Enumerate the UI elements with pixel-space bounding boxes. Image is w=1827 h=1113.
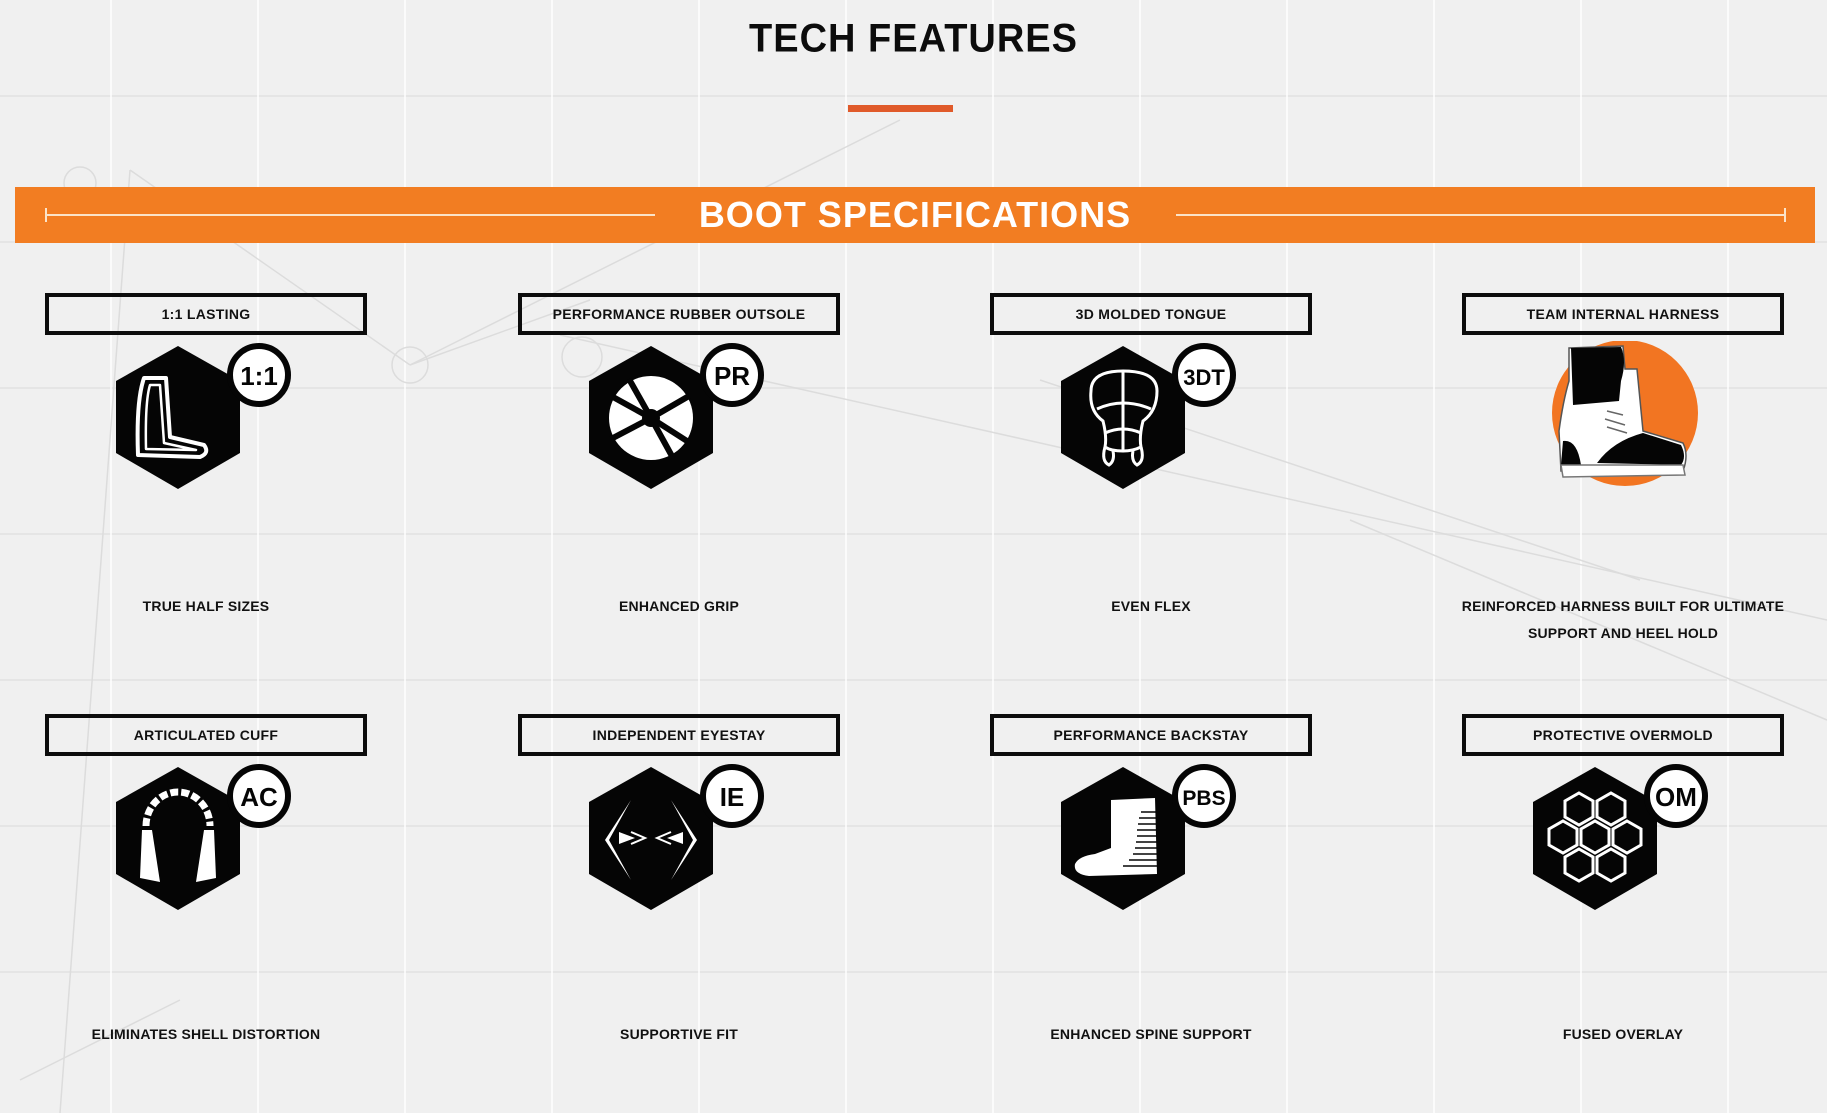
feature-caption: ENHANCED SPINE SUPPORT xyxy=(1050,1026,1252,1042)
backstay-boot-icon: PBS xyxy=(1061,764,1236,910)
feature-3d-molded-tongue: 3D MOLDED TONGUE 3DT EVEN FLEX xyxy=(990,293,1312,614)
badge-text: 3DT xyxy=(1183,365,1225,390)
boot-outline-icon: 1:1 xyxy=(116,343,291,489)
feature-performance-backstay: PERFORMANCE BACKSTAY PBS ENHANCED SPINE … xyxy=(990,714,1312,1042)
feature-caption: FUSED OVERLAY xyxy=(1562,1026,1684,1042)
feature-caption: REINFORCED HARNESS BUILT FOR ULTIMATE SU… xyxy=(1461,598,1785,641)
feature-label: 3D MOLDED TONGUE xyxy=(990,293,1312,335)
feature-label: PERFORMANCE BACKSTAY xyxy=(990,714,1312,756)
boot-specifications-banner: BOOT SPECIFICATIONS xyxy=(15,187,1815,243)
boot-harness-icon xyxy=(1552,341,1698,486)
badge-text: PBS xyxy=(1182,787,1225,810)
feature-caption: SUPPORTIVE FIT xyxy=(620,1026,738,1042)
feature-team-internal-harness: TEAM INTERNAL HARNESS REINFORCED HARNESS… xyxy=(1462,293,1784,641)
feature-performance-rubber-outsole: PERFORMANCE RUBBER OUTSOLE PR ENHANCED G… xyxy=(518,293,840,614)
feature-label: PERFORMANCE RUBBER OUTSOLE xyxy=(518,293,840,335)
badge-text: AC xyxy=(240,782,278,812)
feature-label: TEAM INTERNAL HARNESS xyxy=(1462,293,1784,335)
feature-caption: TRUE HALF SIZES xyxy=(142,598,270,614)
feature-caption: EVEN FLEX xyxy=(1111,598,1191,614)
feature-articulated-cuff: ARTICULATED CUFF AC ELIMINATES SHELL DIS… xyxy=(45,714,367,1042)
page-title: TECH FEATURES xyxy=(749,16,1078,62)
feature-label: PROTECTIVE OVERMOLD xyxy=(1462,714,1784,756)
badge-text: OM xyxy=(1655,782,1697,812)
feature-independent-eyestay: INDEPENDENT EYESTAY IE SUPPORTIVE FIT xyxy=(518,714,840,1042)
banner-line-right xyxy=(1176,208,1786,222)
title-underline xyxy=(848,105,953,112)
feature-1-1-lasting: 1:1 LASTING 1:1 TRUE HALF SIZES xyxy=(45,293,367,614)
banner-line-left xyxy=(45,208,655,222)
banner-title: BOOT SPECIFICATIONS xyxy=(698,194,1132,235)
badge-text: PR xyxy=(714,361,750,391)
aperture-grip-icon: PR xyxy=(589,343,764,489)
eyestay-arrows-icon: IE xyxy=(589,764,764,910)
feature-label: INDEPENDENT EYESTAY xyxy=(518,714,840,756)
feature-protective-overmold: PROTECTIVE OVERMOLD OM FUSED OVERLAY xyxy=(1462,714,1784,1042)
badge-text: IE xyxy=(720,782,745,812)
feature-caption: ELIMINATES SHELL DISTORTION xyxy=(91,1026,321,1042)
feature-label: 1:1 LASTING xyxy=(45,293,367,335)
cuff-arch-icon: AC xyxy=(116,764,291,910)
feature-label: ARTICULATED CUFF xyxy=(45,714,367,756)
tongue-icon: 3DT xyxy=(1061,343,1236,489)
feature-caption: ENHANCED GRIP xyxy=(618,598,740,614)
honeycomb-icon: OM xyxy=(1533,764,1708,910)
badge-text: 1:1 xyxy=(240,361,278,391)
